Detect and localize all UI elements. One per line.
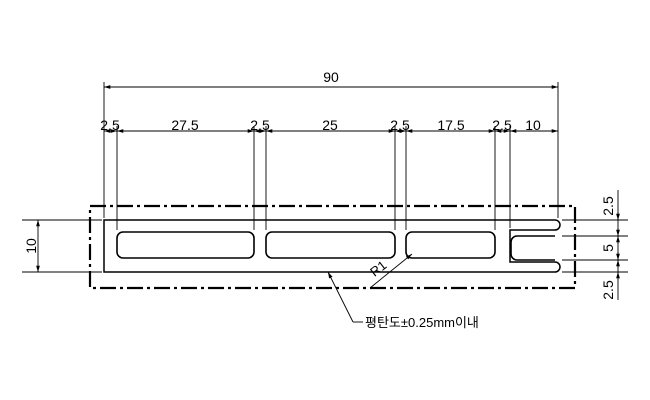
dim-label-3: 2.5 (250, 117, 270, 133)
slot-2 (265, 231, 396, 259)
slot-1 (116, 231, 255, 259)
flatness-note: 평탄도±0.25mm이내 (365, 315, 479, 330)
right-dim-label-mid: 5 (600, 244, 616, 252)
dim-label-4: 25 (322, 117, 338, 133)
slot-4-open (510, 235, 555, 261)
extension-lines (22, 82, 628, 273)
right-dim-label-top: 2.5 (600, 196, 616, 216)
dim-label-2: 27.5 (171, 117, 198, 133)
dim-label-5: 2.5 (390, 117, 410, 133)
right-dim-label-bottom: 2.5 (600, 280, 616, 300)
dim-label-8: 10 (525, 117, 541, 133)
radius-label: R1 (367, 257, 389, 279)
overall-dimension-label: 90 (323, 69, 339, 85)
radius-leader (369, 253, 413, 289)
dim-label-6: 17.5 (437, 117, 464, 133)
note-leader (327, 271, 354, 323)
slot-3 (405, 231, 496, 259)
flatness-boundary (88, 204, 577, 290)
dim-label-7: 2.5 (492, 117, 512, 133)
dim-label-1: 2.5 (100, 117, 120, 133)
part-outline (103, 219, 561, 273)
left-dimension-label: 10 (23, 238, 39, 254)
